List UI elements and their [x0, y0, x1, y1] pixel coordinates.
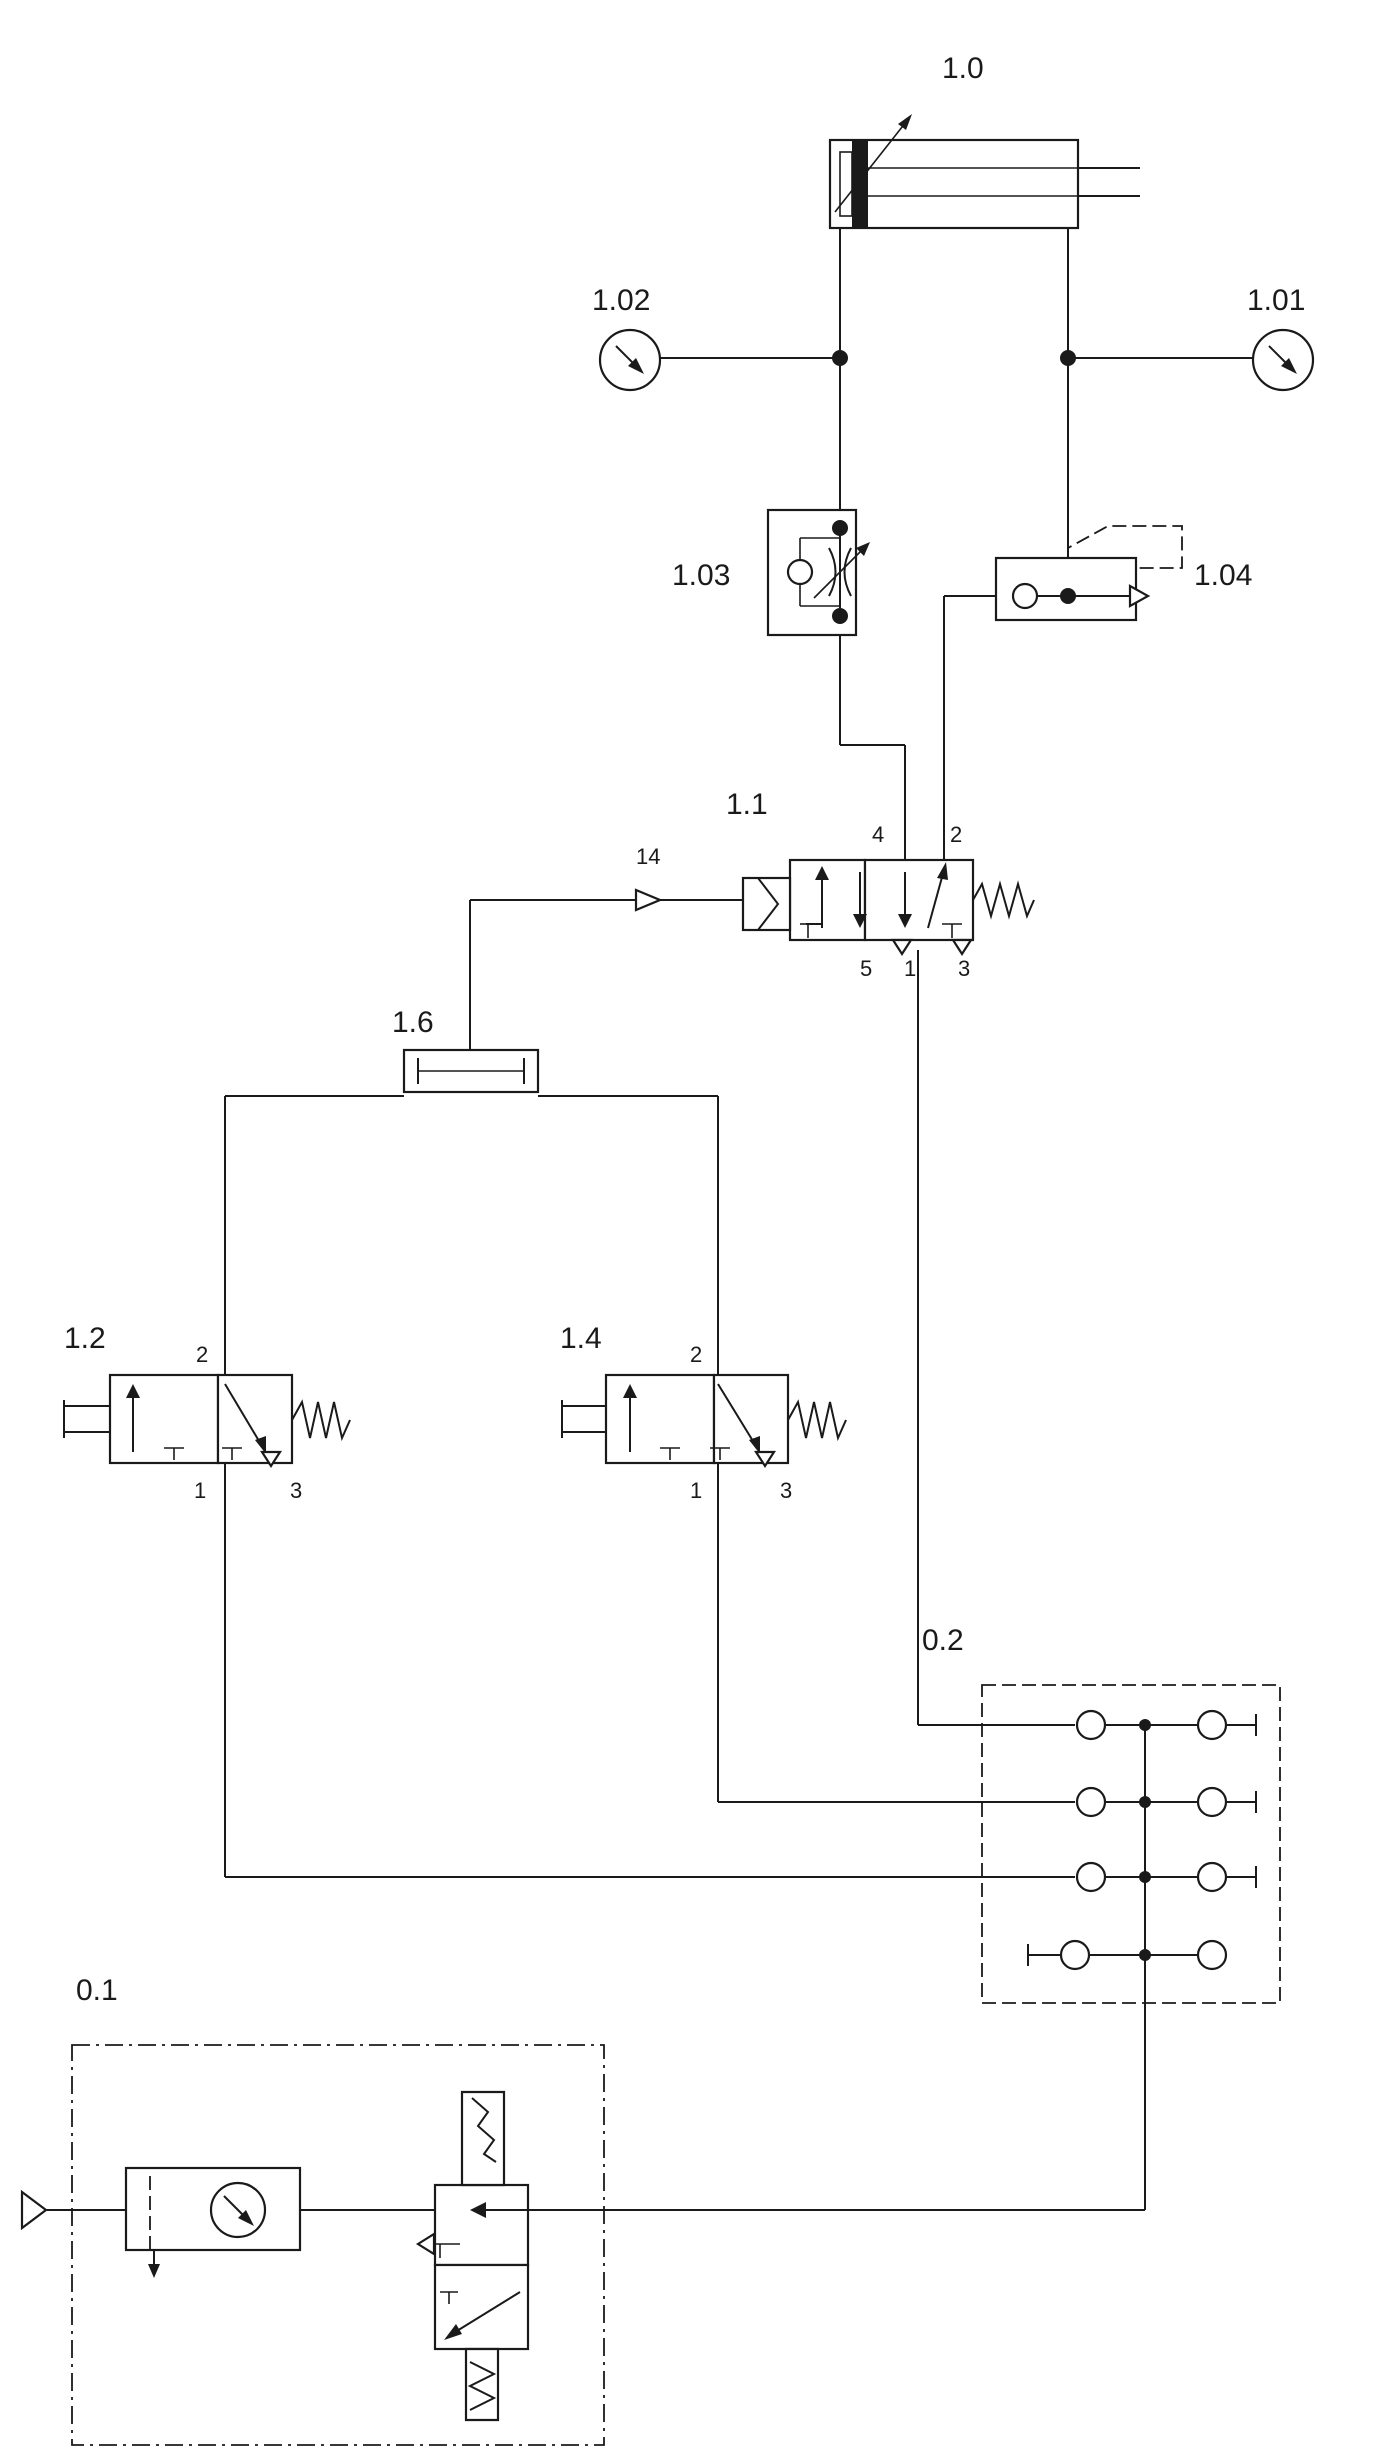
- gauge-1-01: 1.01: [1247, 284, 1315, 392]
- flow-control-label: 1.03: [672, 559, 730, 592]
- valve-1-4-port-2: 2: [690, 1342, 702, 1367]
- gauge-1-02: 1.02: [592, 284, 662, 392]
- manifold-label: 0.2: [922, 1624, 964, 1657]
- junction-dot: [1060, 588, 1076, 604]
- port-5-label: 5: [860, 956, 872, 981]
- gauge-left-label: 1.02: [592, 284, 650, 317]
- quick-exhaust-label: 1.04: [1194, 559, 1252, 592]
- shuttle-label: 1.6: [392, 1006, 434, 1039]
- junction-dot: [1139, 1871, 1151, 1883]
- valve-1-2-port-2: 2: [196, 1342, 208, 1367]
- quick-exhaust-valve-1-04: 1.04: [994, 525, 1252, 622]
- valve-1-4-label: 1.4: [560, 1322, 602, 1355]
- valve-1-2-port-1: 1: [194, 1478, 206, 1503]
- gauge-right-label: 1.01: [1247, 284, 1305, 317]
- junction-dot: [1139, 1796, 1151, 1808]
- valve-1-4-port-3: 3: [780, 1478, 792, 1503]
- port-4-label: 4: [872, 822, 884, 847]
- main-supply-line: [528, 1955, 1146, 2211]
- main-valve-1-1: 14 4 2 5 1 3 1.1: [636, 788, 1035, 981]
- junction-dot: [1139, 1719, 1151, 1731]
- valve-1-4-port-1: 1: [690, 1478, 702, 1503]
- cylinder-1-0: 1.0: [828, 52, 1140, 230]
- port-2-label: 2: [950, 822, 962, 847]
- flow-control-valve-1-03: 1.03: [672, 508, 870, 637]
- service-unit-0-1: 0.1: [20, 1974, 605, 2446]
- cylinder-label: 1.0: [942, 52, 984, 85]
- shuttle-valve-1-6: 1.6: [392, 1006, 540, 1094]
- valve-1-2-label: 1.2: [64, 1322, 106, 1355]
- push-button-valve-1-4: 2 1 3 1.4: [560, 1322, 847, 1503]
- main-valve-label: 1.1: [726, 788, 768, 821]
- port-1-label: 1: [904, 956, 916, 981]
- push-button-valve-1-2: 2 1 3 1.2: [63, 1322, 351, 1503]
- port-14-label: 14: [636, 844, 660, 869]
- cylinder-supply-lines: [660, 228, 1253, 585]
- junction-dot: [832, 608, 848, 624]
- service-unit-label: 0.1: [76, 1974, 118, 2007]
- junction-dot: [832, 350, 848, 366]
- port-3-label: 3: [958, 956, 970, 981]
- main-valve-work-lines: [839, 595, 996, 860]
- junction-dot: [832, 520, 848, 536]
- junction-dot: [1060, 350, 1076, 366]
- supply-lines: [224, 950, 1075, 1878]
- distribution-manifold-0-2: 0.2: [922, 1624, 1281, 2004]
- valve-1-2-port-3: 3: [290, 1478, 302, 1503]
- pilot-line-14: [469, 888, 743, 1050]
- shuttle-input-lines: [224, 1095, 719, 1375]
